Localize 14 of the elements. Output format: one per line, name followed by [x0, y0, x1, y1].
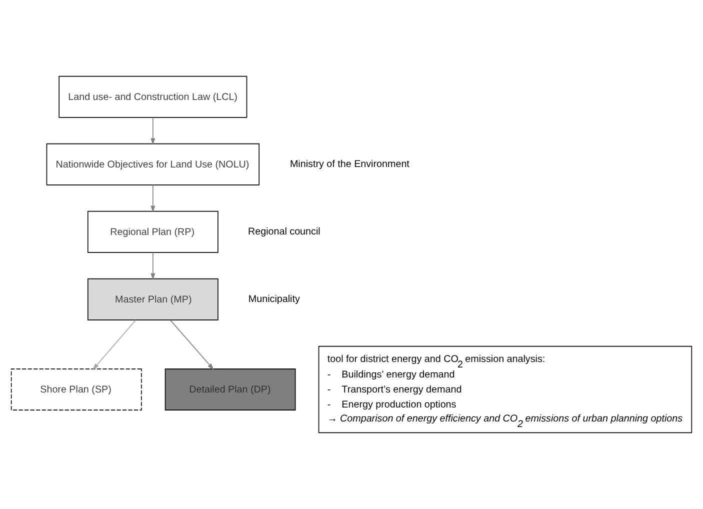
node-box: Land use- and Construction Law (LCL): [58, 76, 248, 118]
label: Municipality: [248, 294, 300, 305]
arrow: [150, 184, 156, 212]
arrow: [170, 320, 214, 370]
arrow: [92, 320, 136, 370]
node-box: Master Plan (MP): [87, 278, 218, 320]
node-box: Shore Plan (SP): [10, 368, 142, 410]
label: Regional council: [248, 226, 320, 238]
node-box: Detailed Plan (DP): [164, 368, 296, 410]
node-box: Regional Plan (RP): [87, 210, 218, 253]
label: Ministry of the Environment: [290, 158, 410, 170]
arrow: [150, 117, 156, 145]
arrow: [150, 252, 156, 280]
node-box: Nationwide Objectives for Land Use (NOLU): [46, 143, 260, 186]
